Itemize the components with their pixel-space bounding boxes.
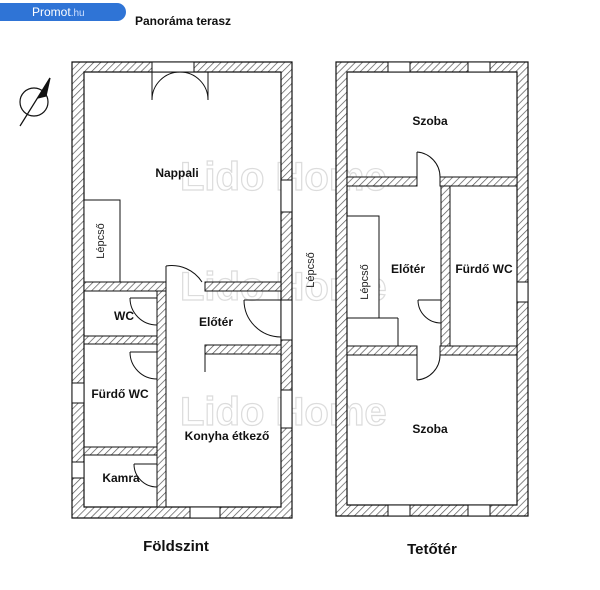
attic-top-room-door-icon <box>416 151 441 178</box>
attic-room-bottom-label: Szoba <box>412 422 448 436</box>
ground-stairs-label: Lépcső <box>95 223 107 258</box>
attic-bath-door-icon <box>417 299 442 324</box>
compass-north-icon <box>19 77 51 127</box>
ground-hall-label: Előtér <box>199 315 233 329</box>
ground-kitchen-label: Konyha étkező <box>185 429 270 443</box>
ground-floor-plan: Nappali Lépcső WC Előtér Fürdő WC Konyha… <box>71 61 293 519</box>
badge-main: Promot <box>32 5 71 19</box>
ground-floor-title: Földszint <box>143 538 209 555</box>
living-door-icon <box>165 265 203 283</box>
attic-floor-plan: Szoba Lépcső Előtér Fürdő WC Szoba <box>335 61 529 517</box>
pantry-door-icon <box>133 463 158 488</box>
badge-sub: .hu <box>70 8 85 19</box>
bath-door-icon <box>129 351 158 380</box>
attic-stairs-label: Lépcső <box>359 264 371 299</box>
wc-door-icon <box>129 297 158 326</box>
attic-hall-label: Előtér <box>391 262 425 276</box>
between-stairs-label: Lépcső <box>305 252 317 287</box>
entrance-door-icon <box>243 299 293 341</box>
ground-pantry-label: Kamra <box>102 471 140 485</box>
ground-wc-label: WC <box>114 309 134 323</box>
attic-bottom-room-door-icon <box>416 354 441 381</box>
terrace-label: Panoráma terasz <box>135 14 231 28</box>
ground-bath-label: Fürdő WC <box>91 387 149 401</box>
terrace-door-icon <box>151 71 209 101</box>
attic-room-top-label: Szoba <box>412 114 448 128</box>
attic-floor-title: Tetőtér <box>407 541 457 558</box>
promot-badge[interactable]: Promot.hu <box>0 3 126 21</box>
attic-bath-label: Fürdő WC <box>455 262 513 276</box>
ground-living-label: Nappali <box>155 166 198 180</box>
